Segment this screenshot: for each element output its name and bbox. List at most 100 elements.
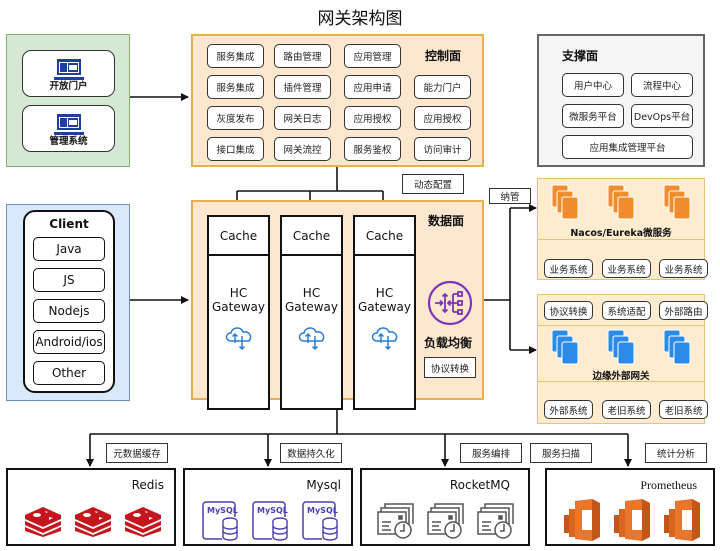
external-system[interactable]: 老旧系统 [659,400,708,419]
mysql-box[interactable]: Mysql MySQL MySQL MySQL [183,468,353,546]
prometheus-icon [664,499,700,541]
microservices-title: Nacos/Eureka微服务 [570,228,672,239]
rocketmq-icons [372,500,522,542]
mysql-icons: MySQL MySQL MySQL [195,500,345,542]
gateway-name-line2: Gateway [284,300,338,314]
support-plane-panel: 支撑面 用户中心 流程中心 微服务平台 DevOps平台 应用集成管理平台 [537,34,705,167]
redis-box[interactable]: Redis [6,468,176,546]
control-item[interactable]: 网关日志 [274,106,331,130]
client-item-nodejs[interactable]: Nodejs [33,299,105,323]
edge-label-orchestration: 服务编排 [460,443,522,463]
service-stack-icon [551,329,579,365]
svg-text:MySQL: MySQL [207,506,238,515]
prometheus-box[interactable]: Prometheus [545,468,715,546]
dynamic-config-label: 动态配置 [402,174,464,194]
client-item-js[interactable]: JS [33,268,105,292]
portal-open[interactable]: 开放门户 [22,50,115,97]
control-plane-panel: 控制面 服务集成 路由管理 应用管理 服务集成 插件管理 应用申请 能力门户 灰… [191,34,484,167]
control-item[interactable]: 服务鉴权 [344,137,401,161]
portal-admin-label: 管理系统 [49,136,88,147]
rocketmq-title: RocketMQ [449,478,510,492]
gateway-name-line1: HC [302,286,321,300]
mysql-icon: MySQL [202,501,238,541]
support-item[interactable]: 流程中心 [631,73,693,97]
diagram-title: 网关架构图 [317,9,403,29]
service-stack-icon [551,184,579,220]
edge-label-metadata-cache: 元数据缓存 [106,443,168,463]
redis-title: Redis [131,478,164,492]
load-balancer-icon [427,280,473,326]
edge-feature[interactable]: 协议转换 [544,301,593,320]
client-box: Client Java JS Nodejs Android/ios Other [23,210,115,393]
edge-label-scan: 服务扫描 [530,443,592,463]
edge-label-statistics: 统计分析 [645,443,707,463]
support-item[interactable]: 用户中心 [562,73,624,97]
portals-panel: 开放门户 管理系统 [6,34,130,167]
svg-text:MySQL: MySQL [307,506,338,515]
control-item[interactable]: 插件管理 [274,75,331,99]
redis-icon [25,507,61,537]
support-item[interactable]: 微服务平台 [562,104,624,128]
data-plane-title: 数据面 [428,214,465,228]
svg-text:MySQL: MySQL [257,506,288,515]
control-item[interactable]: 应用授权 [414,106,471,130]
rocketmq-box[interactable]: RocketMQ [360,468,530,546]
business-system[interactable]: 业务系统 [659,259,708,278]
business-system[interactable]: 业务系统 [544,259,593,278]
edge-gateway-title: 边缘外部网关 [592,371,650,382]
client-item-other[interactable]: Other [33,361,105,385]
mysql-icon: MySQL [302,501,338,541]
control-item[interactable]: 应用授权 [344,106,401,130]
control-item[interactable]: 访问审计 [414,137,471,161]
support-plane-title: 支撑面 [562,49,599,63]
support-item[interactable]: 应用集成管理平台 [562,135,693,159]
gateway-cache: Cache [355,217,414,256]
protocol-convert-label: 协议转换 [424,357,476,378]
manage-label: 纳管 [489,188,531,204]
client-title: Client [49,217,89,231]
message-queue-icon [427,503,464,539]
control-item[interactable]: 灰度发布 [207,106,264,130]
portal-admin[interactable]: 管理系统 [22,105,115,152]
gateway-name-line2: Gateway [211,300,265,314]
control-plane-title: 控制面 [425,49,462,63]
control-item[interactable]: 服务集成 [207,75,264,99]
microservices-panel: Nacos/Eureka微服务 业务系统 业务系统 业务系统 [537,178,708,280]
support-item[interactable]: DevOps平台 [631,104,693,128]
external-system[interactable]: 外部系统 [544,400,593,419]
mysql-title: Mysql [306,478,341,492]
control-item[interactable]: 路由管理 [274,44,331,68]
control-item[interactable]: 服务集成 [207,44,264,68]
service-stack-icon [607,184,635,220]
gateway-name-line1: HC [229,286,248,300]
cloud-sync-icon [225,327,251,351]
control-item[interactable]: 应用申请 [344,75,401,99]
control-item[interactable]: 应用管理 [344,44,401,68]
gateway-cache: Cache [209,217,268,256]
edge-feature[interactable]: 外部路由 [659,301,708,320]
external-system[interactable]: 老旧系统 [602,400,651,419]
divider [538,381,704,382]
client-item-java[interactable]: Java [33,237,105,261]
divider [538,239,704,240]
redis-icon [75,507,111,537]
edge-gateway-panel: 协议转换 系统适配 外部路由 边缘外部网关 外部系统 老旧系统 老旧系统 [537,294,708,424]
service-stack-icon [663,329,691,365]
prometheus-icons [557,496,707,542]
redis-icon [125,507,161,537]
control-item[interactable]: 网关流控 [274,137,331,161]
control-item[interactable]: 接口集成 [207,137,264,161]
edge-feature[interactable]: 系统适配 [602,301,651,320]
service-stack-icon [663,184,691,220]
client-item-android-ios[interactable]: Android/ios [33,330,105,354]
cloud-sync-icon [371,327,397,351]
business-system[interactable]: 业务系统 [602,259,651,278]
control-item[interactable]: 能力门户 [414,75,471,99]
